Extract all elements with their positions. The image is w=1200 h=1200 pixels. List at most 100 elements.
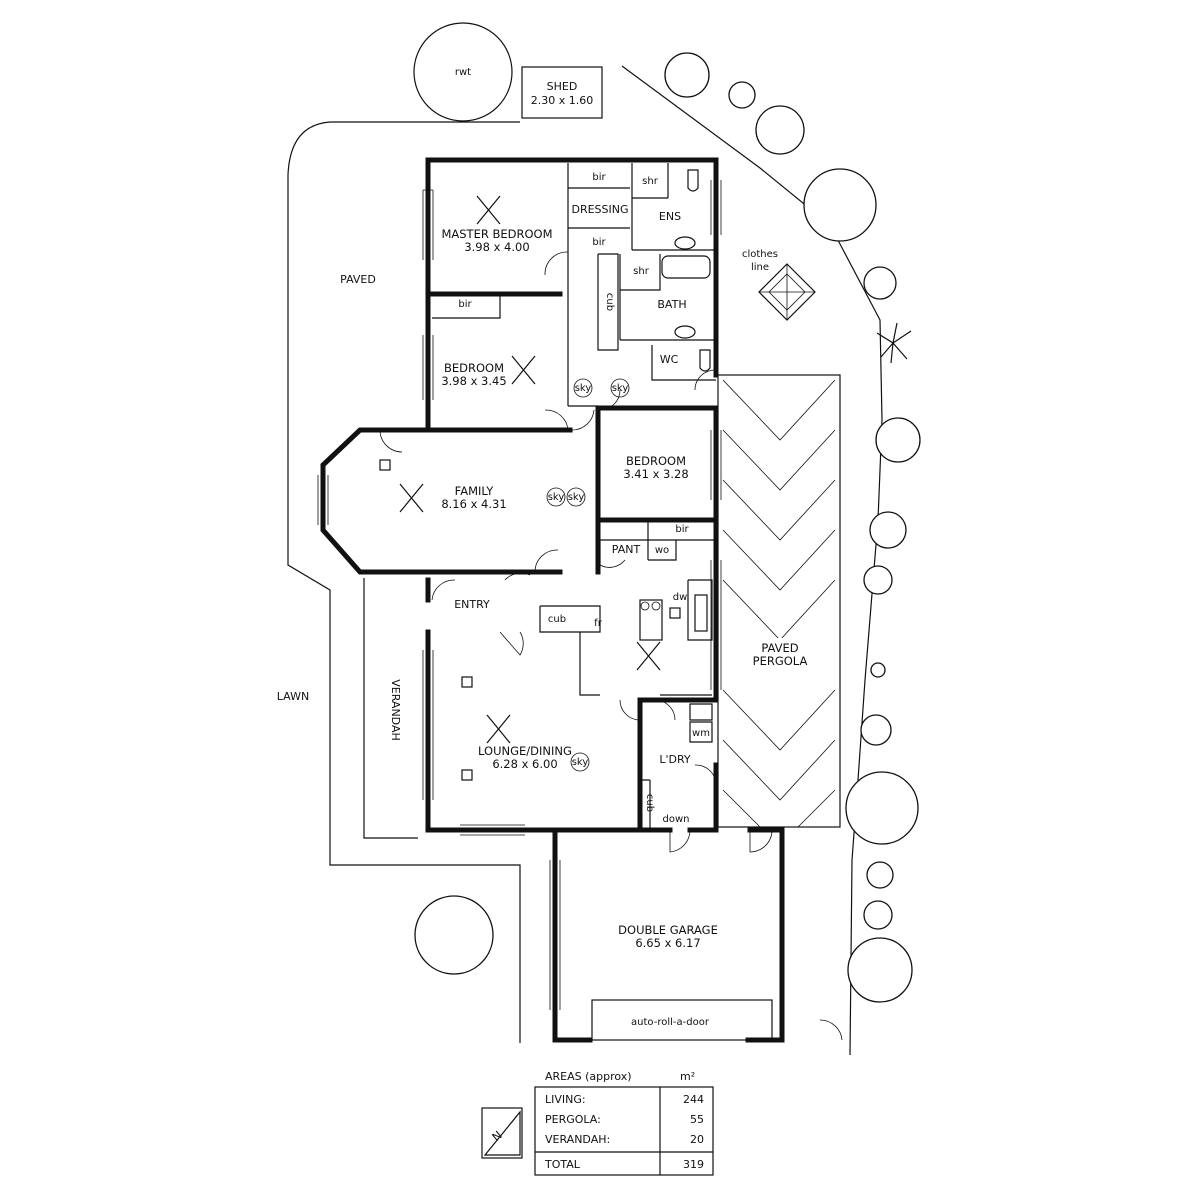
house-walls — [320, 157, 785, 1043]
clothes-line-label-2: line — [751, 262, 769, 273]
sky-label: sky — [548, 492, 565, 503]
bedroom-2-label: BEDROOM — [444, 361, 504, 375]
area-label: LIVING: — [545, 1093, 586, 1106]
windows — [317, 180, 722, 1010]
tree-icon — [847, 937, 913, 1003]
rwt-label: rwt — [455, 67, 471, 78]
laundry-label: L'DRY — [659, 753, 691, 766]
doors — [379, 251, 843, 1041]
palm-icon — [876, 322, 912, 364]
area-value: 244 — [683, 1093, 704, 1106]
family-dims: 8.16 x 4.31 — [441, 497, 506, 511]
sky-label: sky — [572, 757, 589, 768]
bir-label: bir — [458, 299, 472, 310]
heater-icon — [379, 459, 391, 471]
family-label: FAMILY — [455, 484, 495, 498]
bath-label: BATH — [657, 298, 686, 311]
north-arrow-icon: N — [481, 1107, 523, 1159]
sink-icon — [694, 594, 708, 632]
areas-table: AREAS (approx) m² LIVING: 244 PERGOLA: 5… — [534, 1070, 714, 1176]
tree-icon — [414, 895, 494, 975]
shrub-icon — [863, 266, 897, 300]
entry-label: ENTRY — [454, 598, 490, 611]
tree-icon — [803, 168, 877, 242]
lounge-dining-dims: 6.28 x 6.00 — [492, 757, 557, 771]
lawn-label: LAWN — [277, 690, 309, 703]
clothes-line: clothes line — [742, 249, 816, 321]
shr-label: shr — [642, 176, 659, 187]
fr-label: fr — [594, 618, 603, 629]
basin-icon — [674, 236, 696, 250]
toilet-icon — [699, 349, 711, 372]
shr-label: shr — [633, 266, 650, 277]
ceiling-fan-icon — [476, 195, 501, 225]
shed-label: SHED — [547, 80, 578, 93]
verandah-label: VERANDAH — [389, 679, 402, 741]
tree-icon — [875, 417, 921, 463]
area-total-value: 319 — [683, 1158, 704, 1171]
master-bedroom-dims: 3.98 x 4.00 — [464, 240, 529, 254]
area-label: VERANDAH: — [545, 1133, 610, 1146]
cub-label: cub — [548, 614, 566, 625]
sky-label: sky — [575, 383, 592, 394]
paved-pergola: PAVED PERGOLA — [717, 374, 841, 828]
lounge-dining-label: LOUNGE/DINING — [478, 744, 572, 758]
cub-label: cub — [644, 794, 655, 812]
basin-icon — [674, 325, 696, 339]
area-total-label: TOTAL — [544, 1158, 581, 1171]
garage-door — [591, 999, 773, 1041]
landscaping — [414, 52, 921, 1003]
bir-label: bir — [675, 524, 689, 535]
dw-label: dw — [673, 592, 688, 603]
pantry-label: PANT — [612, 543, 641, 556]
ceiling-fans — [399, 195, 661, 744]
shrub-icon — [863, 565, 893, 595]
shrub-icon — [870, 662, 886, 678]
dressing-label: DRESSING — [571, 203, 628, 216]
heater-icon — [461, 676, 473, 688]
shrub-icon — [860, 714, 892, 746]
double-garage-label: DOUBLE GARAGE — [618, 923, 718, 937]
clothes-line-label: clothes — [742, 249, 778, 260]
bir-label: bir — [592, 237, 606, 248]
area-value: 55 — [690, 1113, 704, 1126]
areas-unit: m² — [680, 1070, 695, 1083]
ceiling-fan-icon — [399, 483, 424, 513]
island-bench-icon — [639, 599, 663, 641]
fixtures — [379, 169, 773, 1041]
rainwater-tank: rwt — [413, 22, 513, 122]
shed: SHED 2.30 x 1.60 — [521, 66, 603, 119]
bedroom-3-dims: 3.41 x 3.28 — [623, 467, 688, 481]
fixture-labels: bir bir bir bir shr shr cub cub cub wo d… — [458, 172, 710, 1028]
toilet-icon — [687, 169, 699, 192]
tree-icon — [845, 771, 919, 845]
auto-door-label: auto-roll-a-door — [631, 1017, 710, 1028]
partitions — [432, 163, 716, 830]
shrub-icon — [728, 81, 756, 109]
ceiling-fan-icon — [636, 641, 661, 671]
wo-label: wo — [655, 545, 669, 556]
pergola-label: PAVED — [761, 641, 798, 655]
cub-label: cub — [604, 293, 615, 311]
sky-label: sky — [568, 492, 585, 503]
wm-label: wm — [692, 728, 710, 739]
tree-icon — [869, 511, 907, 549]
bir-label: bir — [592, 172, 606, 183]
down-label: down — [663, 814, 690, 825]
area-label: PERGOLA: — [545, 1113, 601, 1126]
ceiling-fan-icon — [486, 714, 511, 744]
ceiling-fan-icon — [511, 355, 536, 385]
shrub-icon — [863, 900, 893, 930]
wc-label: WC — [660, 353, 679, 366]
paved-label: PAVED — [340, 273, 376, 286]
pergola-label-2: PERGOLA — [753, 654, 808, 668]
bathtub-icon — [661, 255, 711, 279]
room-labels: MASTER BEDROOM 3.98 x 4.00 BEDROOM 3.98 … — [389, 203, 718, 950]
tree-icon — [755, 105, 805, 155]
shed-dims: 2.30 x 1.60 — [531, 94, 594, 107]
skylights: sky sky sky sky sky — [546, 378, 630, 772]
site-labels: PAVED LAWN — [277, 273, 376, 703]
double-garage-dims: 6.65 x 6.17 — [635, 936, 700, 950]
ensuite-label: ENS — [659, 210, 681, 223]
